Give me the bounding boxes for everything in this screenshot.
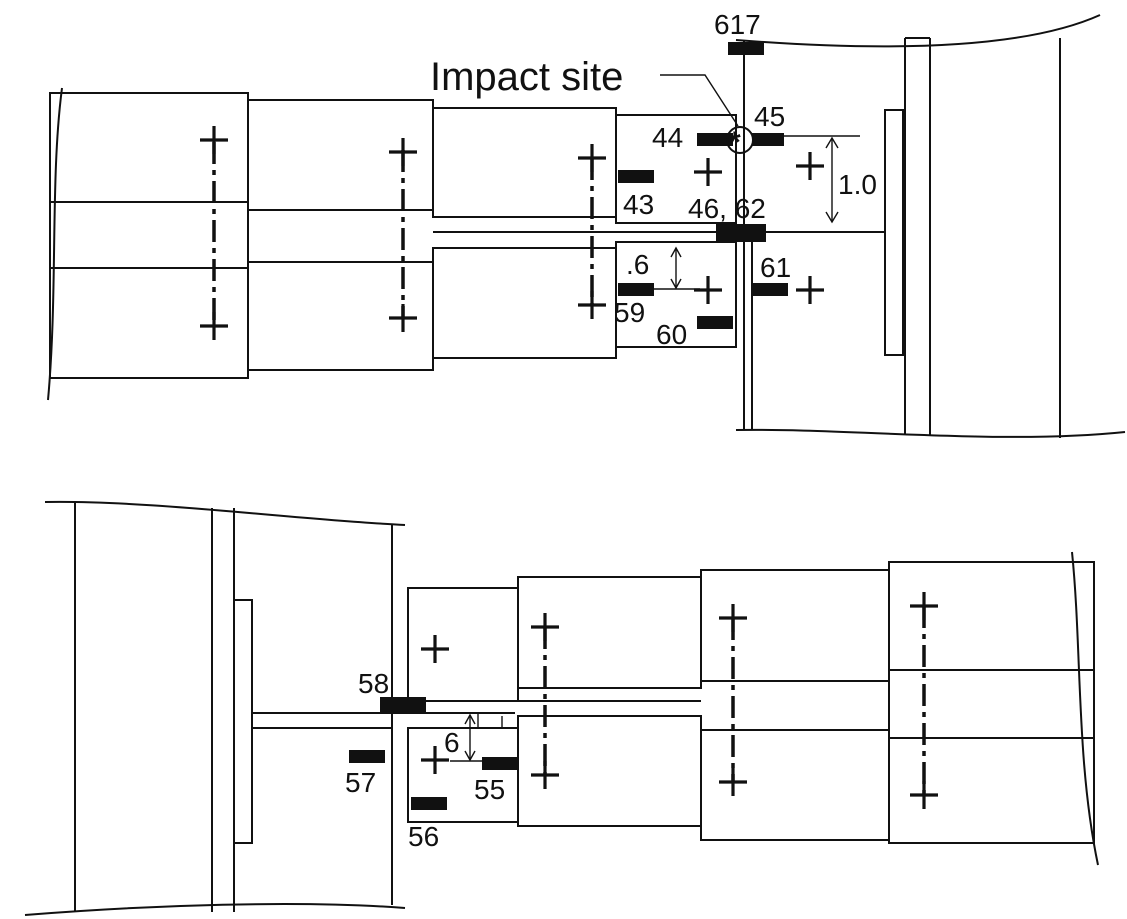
dim-1-0-arrowheads: [825, 136, 839, 224]
gauge-57-marker: [349, 750, 385, 763]
crosshair-icon: [200, 126, 228, 154]
bottom-gauges: [349, 697, 518, 810]
top-crosshairs: [200, 126, 824, 340]
gauge-44-marker: [697, 133, 733, 146]
bottom-segment-c-upper: [700, 569, 890, 682]
top-segment-4-lower: [615, 241, 737, 348]
crosshair-icon: [694, 276, 722, 304]
bottom-assembly: 58 6 57 55 56: [24, 500, 1099, 916]
gauge-57-label: 57: [345, 767, 376, 798]
gauge-60-marker: [697, 316, 733, 329]
gauge-46-62-label: 46, 62: [688, 193, 766, 224]
top-assembly: * Impact site 617 45 44 43 46, 62 1.0 .6…: [47, 9, 1126, 438]
crosshair-icon: [531, 761, 559, 789]
gauge-61-marker: [752, 283, 788, 296]
crosshair-icon: [389, 304, 417, 332]
top-segment-4-upper: [615, 114, 737, 224]
gauge-55-marker: [482, 757, 518, 770]
gauge-58-marker: [380, 697, 426, 714]
gauge-43-marker: [618, 170, 654, 183]
crosshair-icon: [719, 768, 747, 796]
dim-6-label: 6: [444, 727, 460, 758]
top-segment-2-upper: [247, 99, 434, 211]
gauge-617-marker: [728, 42, 764, 55]
gauge-44-label: 44: [652, 122, 683, 153]
gauge-56-label: 56: [408, 821, 439, 852]
gauge-55-label: 55: [474, 774, 505, 805]
crosshair-icon: [578, 291, 606, 319]
top-right-wall: [735, 14, 1101, 48]
crosshair-icon: [578, 144, 606, 172]
dim-6-arrowheads: [464, 713, 476, 762]
top-flange-plate: [884, 109, 904, 356]
gauge-59-marker: [618, 283, 654, 296]
crosshair-icon: [421, 746, 449, 774]
dim-1-0-label: 1.0: [838, 169, 877, 200]
crosshair-icon: [796, 152, 824, 180]
bottom-crosshairs: [421, 592, 938, 809]
crosshair-icon: [389, 138, 417, 166]
crosshair-icon: [421, 635, 449, 663]
dim-0-6-label: .6: [626, 249, 649, 280]
impact-asterisk-icon: *: [729, 126, 741, 159]
crosshair-icon: [719, 604, 747, 632]
impact-site-circle: [726, 126, 754, 154]
crosshair-icon: [531, 613, 559, 641]
crosshair-icon: [200, 312, 228, 340]
bottom-right-break-line: [1071, 551, 1099, 866]
top-bottom-break-line: [735, 428, 1126, 438]
top-segment-3-lower: [432, 247, 617, 359]
gauge-46-62-marker: [716, 224, 766, 242]
bottom-segment-a-upper: [407, 587, 519, 702]
crosshair-icon: [796, 276, 824, 304]
gauge-60-label: 60: [656, 319, 687, 350]
gauge-61-label: 61: [760, 252, 791, 283]
gauge-56-marker: [411, 797, 447, 810]
top-gauges: [618, 42, 788, 329]
gauge-45-label: 45: [754, 101, 785, 132]
bottom-segment-d: [888, 561, 1095, 844]
bottom-segment-c-lower: [700, 729, 890, 841]
crosshair-icon: [910, 592, 938, 620]
gauge-617-label: 617: [714, 9, 761, 40]
gauge-43-label: 43: [623, 189, 654, 220]
crosshair-icon: [694, 158, 722, 186]
bottom-segment-a-notch: [477, 713, 503, 729]
gauge-58-label: 58: [358, 668, 389, 699]
bottom-flange-plate: [233, 599, 253, 844]
dim-0-6-arrowheads: [670, 246, 682, 290]
impact-site-label: Impact site: [430, 55, 623, 99]
top-left-break-line: [47, 87, 63, 401]
gauge-45-marker: [752, 133, 784, 146]
gauge-59-label: 59: [614, 297, 645, 328]
crosshair-icon: [910, 781, 938, 809]
bottom-top-break-line: [44, 500, 406, 526]
top-segment-1: [49, 92, 249, 379]
bottom-bottom-break-line: [24, 903, 406, 916]
top-segment-2-lower: [247, 261, 434, 371]
impact-leader-line: [660, 74, 739, 127]
top-segment-3-upper: [432, 107, 617, 218]
